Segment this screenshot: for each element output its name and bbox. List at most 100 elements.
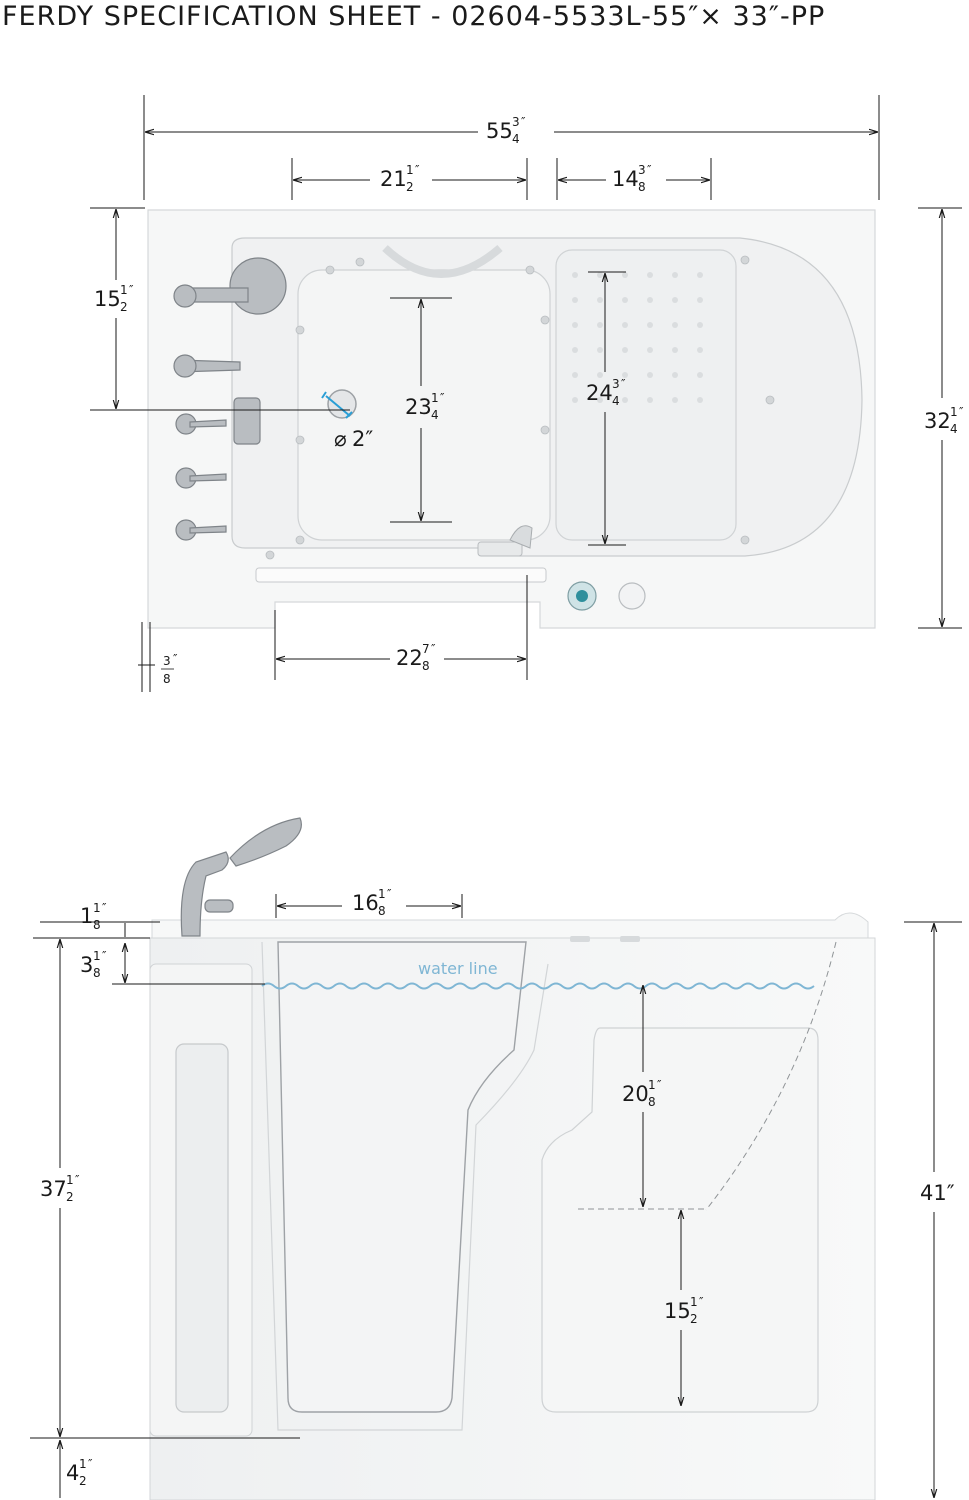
svg-text:3: 3 [612,377,620,391]
svg-text:20: 20 [622,1082,649,1106]
svg-text:8: 8 [93,966,101,980]
right-panel [541,1027,819,1413]
svg-text:8: 8 [378,904,386,918]
svg-text:2: 2 [66,1190,74,1204]
svg-text:8: 8 [93,918,101,932]
svg-text:1: 1 [93,949,101,963]
svg-text:1: 1 [66,1173,74,1187]
dim-seat-section: 21 1 2 ″ [380,163,420,194]
svg-text:″: ″ [431,642,436,656]
door-frame [261,941,549,1431]
svg-text:1: 1 [80,904,93,928]
svg-text:3: 3 [512,115,520,129]
tub-rim [151,912,869,941]
diverter-block [233,397,261,445]
svg-text:16: 16 [352,891,379,915]
svg-text:2″: 2″ [352,427,373,451]
svg-text:15: 15 [94,287,121,311]
svg-text:″: ″ [387,887,392,901]
svg-text:8: 8 [648,1095,656,1109]
dim-total-height: 41″ [920,1181,955,1205]
svg-text:3: 3 [80,953,93,977]
svg-text:1: 1 [406,163,414,177]
svg-text:1: 1 [120,283,128,297]
drain-accent-icon [325,395,351,417]
door-rail [255,567,547,583]
air-button-icon [618,582,646,610]
svg-text:15: 15 [664,1299,691,1323]
tub-door [277,941,527,1413]
svg-text:″: ″ [415,163,420,177]
svg-text:1: 1 [431,391,439,405]
svg-text:8: 8 [422,659,430,673]
svg-text:3: 3 [638,163,646,177]
svg-text:″: ″ [75,1173,80,1187]
foot-texture-dots [572,272,703,403]
svg-text:32: 32 [924,409,951,433]
svg-text:″: ″ [699,1295,704,1309]
svg-text:24: 24 [586,381,613,405]
svg-text:4: 4 [950,422,958,436]
water-line-label: water line [418,959,498,978]
door-latch [477,541,523,557]
dim-door-top: 16 1 8 ″ [352,887,392,918]
svg-text:2: 2 [79,1474,87,1488]
svg-text:1: 1 [378,887,386,901]
left-grab-bar [175,1043,229,1413]
svg-text:14: 14 [612,167,639,191]
svg-text:″: ″ [647,163,652,177]
control-lever-2 [189,473,227,482]
svg-text:22: 22 [396,646,423,670]
svg-text:37: 37 [40,1177,67,1201]
dim-seat-height: 15 1 2 ″ [664,1295,704,1326]
door-lever-icon [509,525,533,549]
svg-text:4: 4 [512,132,520,146]
dim-door-width: 22 7 8 ″ [396,642,436,673]
dim-faucet-offset: 15 1 2 ″ [94,283,134,314]
control-lever-1 [189,419,227,428]
svg-text:55: 55 [486,119,513,143]
dim-backrest-section: 14 3 8 ″ [612,163,652,194]
dim-overall-length: 55 3 4 ″ [486,115,526,146]
svg-text:2: 2 [120,300,128,314]
svg-text:4: 4 [431,408,439,422]
dim-step-height: 37 1 2 ″ [40,1173,80,1204]
svg-text:″: ″ [959,405,964,419]
mixer-base [173,354,197,378]
svg-text:3: 3 [163,654,171,668]
svg-text:″: ″ [621,377,626,391]
svg-text:2: 2 [406,180,414,194]
svg-text:23: 23 [405,395,432,419]
svg-text:1: 1 [950,405,958,419]
backrest-hidden-line [705,941,837,1211]
spout-base [173,284,197,308]
side-view: water line 1 1 8 ″ 3 1 8 ″ 16 1 8 ″ [30,817,962,1500]
hand-shower-disc [229,257,287,315]
control-lever-3 [189,525,227,534]
svg-text:1: 1 [648,1078,656,1092]
svg-text:8: 8 [638,180,646,194]
svg-text:″: ″ [102,949,107,963]
svg-text:″: ″ [129,283,134,297]
svg-text:″: ″ [657,1078,662,1092]
svg-text:1: 1 [690,1295,698,1309]
dim-seat-depth: 23 1 4 ″ [405,391,445,422]
svg-text:″: ″ [88,1457,93,1471]
side-hand-shower-icon [229,817,302,867]
page-title: FERDY SPECIFICATION SHEET - 02604-5533L-… [2,1,826,32]
svg-text:2: 2 [690,1312,698,1326]
dim-threshold: 4 1 2 ″ [66,1457,93,1488]
svg-text:7: 7 [422,642,430,656]
side-faucet-icon [180,851,229,937]
svg-text:4: 4 [66,1461,79,1485]
foot-area [555,249,737,541]
svg-text:4: 4 [612,394,620,408]
dim-flange: 3 8 ″ [161,652,178,686]
dim-drain-diameter: ⌀ 2″ [334,427,373,451]
dim-overall-width: 32 1 4 ″ [924,405,964,436]
dim-foot-depth: 24 3 4 ″ [586,377,626,408]
svg-text:⌀: ⌀ [334,427,347,451]
dim-seat-to-water: 20 1 8 ″ [622,1078,662,1109]
grab-handle [382,244,503,278]
